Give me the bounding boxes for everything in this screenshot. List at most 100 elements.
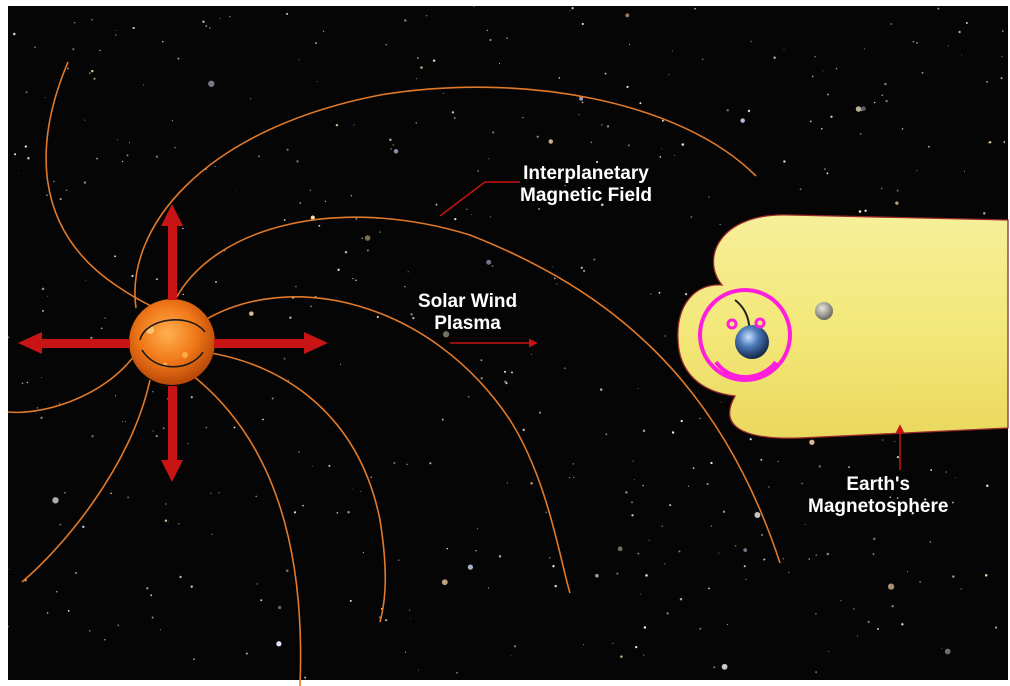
star	[743, 565, 746, 568]
magnetosphere-label-line2: Magnetosphere	[808, 496, 949, 517]
star	[616, 572, 619, 575]
star	[872, 553, 875, 556]
star	[336, 512, 339, 514]
star	[631, 514, 634, 517]
star	[124, 421, 126, 423]
star	[808, 558, 811, 560]
star	[924, 498, 927, 501]
star	[100, 327, 103, 330]
star	[583, 644, 584, 646]
star	[366, 249, 369, 252]
star	[734, 544, 737, 547]
star	[311, 465, 313, 467]
star	[901, 623, 904, 626]
star	[958, 30, 961, 34]
star	[150, 594, 153, 597]
star	[335, 123, 339, 127]
star	[648, 539, 650, 541]
star	[286, 12, 289, 15]
star	[937, 7, 940, 10]
star	[46, 194, 48, 197]
star	[467, 395, 470, 398]
star	[702, 58, 704, 60]
star	[873, 101, 876, 104]
star	[710, 525, 712, 527]
star	[887, 583, 895, 590]
star	[417, 57, 419, 59]
star	[441, 579, 448, 586]
star	[337, 268, 340, 271]
star	[773, 56, 776, 59]
star	[719, 224, 721, 226]
star	[864, 209, 867, 213]
star	[661, 148, 663, 150]
star	[788, 571, 790, 574]
star	[783, 160, 786, 163]
star	[720, 401, 722, 403]
star	[208, 80, 215, 87]
star	[679, 597, 683, 601]
star	[506, 482, 508, 484]
star	[811, 75, 814, 78]
star	[104, 639, 106, 641]
star	[889, 496, 891, 498]
star	[245, 652, 248, 655]
star	[324, 200, 327, 203]
star	[1001, 56, 1003, 58]
star	[673, 154, 675, 156]
star	[233, 426, 236, 429]
imf-label: Interplanetary Magnetic Field	[520, 163, 652, 207]
star	[572, 463, 574, 465]
star	[146, 587, 149, 590]
star	[249, 98, 252, 100]
star	[361, 237, 364, 240]
star	[727, 624, 728, 626]
star	[293, 511, 297, 514]
star	[506, 37, 508, 39]
star	[115, 34, 117, 36]
star	[856, 635, 858, 637]
star	[563, 367, 566, 370]
star	[927, 145, 930, 148]
magnetosphere-label: Earth's Magnetosphere	[808, 474, 948, 518]
star	[964, 170, 966, 172]
star	[960, 588, 962, 590]
star	[988, 142, 990, 144]
star	[486, 29, 489, 32]
star	[278, 605, 282, 610]
star	[708, 196, 710, 198]
star	[114, 395, 117, 397]
star	[961, 54, 963, 56]
smiley-face-icon	[698, 288, 792, 382]
star	[24, 145, 27, 148]
star	[179, 575, 182, 579]
star	[826, 552, 830, 556]
star	[538, 208, 541, 210]
star	[155, 278, 158, 281]
star	[193, 658, 195, 660]
star	[152, 430, 154, 432]
star	[360, 491, 362, 492]
star	[162, 41, 164, 43]
star	[487, 587, 489, 589]
star	[1002, 30, 1004, 32]
star	[121, 160, 124, 163]
star	[283, 219, 286, 221]
star	[538, 411, 542, 414]
star	[490, 216, 492, 218]
star	[476, 528, 479, 530]
star	[740, 118, 745, 123]
star	[410, 313, 413, 316]
star	[379, 231, 381, 233]
star	[581, 22, 584, 26]
star	[604, 72, 607, 75]
star	[59, 523, 62, 526]
star	[580, 266, 583, 269]
star	[190, 585, 193, 588]
star	[828, 651, 830, 653]
star	[276, 641, 282, 647]
star	[513, 645, 517, 648]
star	[549, 557, 551, 559]
star	[425, 14, 428, 17]
star	[687, 485, 690, 487]
